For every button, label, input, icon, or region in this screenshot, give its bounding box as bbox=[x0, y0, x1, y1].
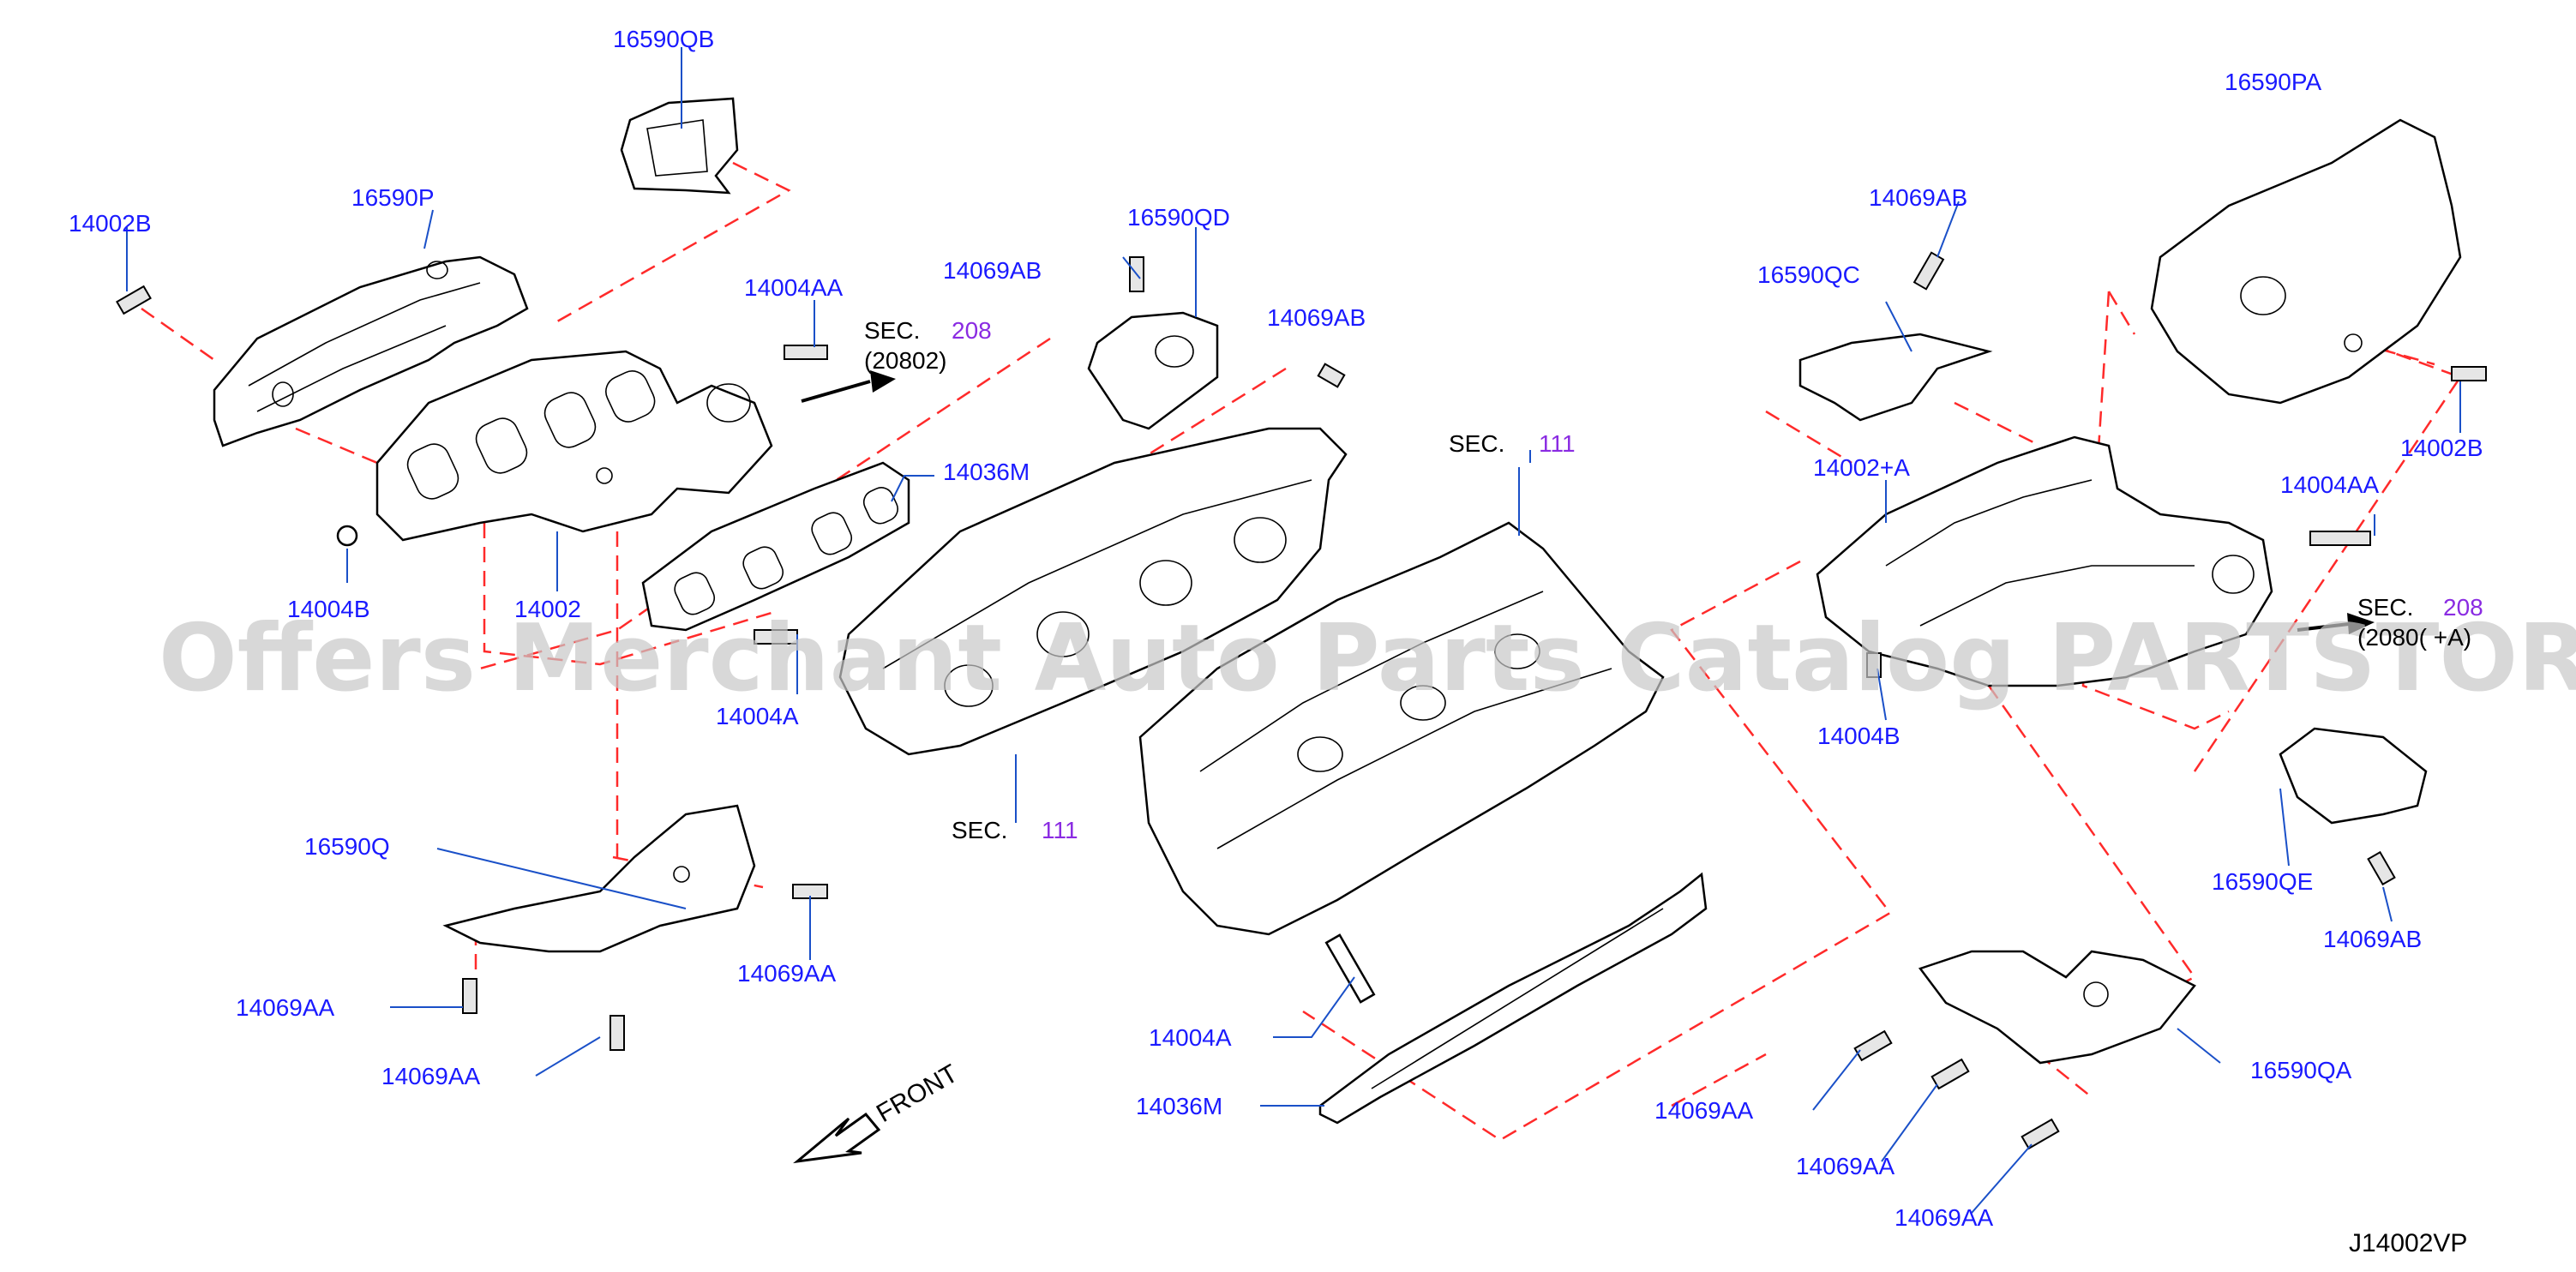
cylinder-head-right-drawing bbox=[1138, 521, 1665, 936]
part-label-14004B-right[interactable]: 14004B bbox=[1817, 723, 1900, 749]
leader-lines bbox=[126, 47, 2461, 1214]
part-label-14069AA-l1[interactable]: 14069AA bbox=[737, 960, 837, 987]
sec111-left-prefix: SEC. bbox=[952, 817, 1007, 843]
sec111-right-number[interactable]: 111 bbox=[1539, 430, 1576, 457]
part-label-16590QD[interactable]: 16590QD bbox=[1127, 204, 1230, 231]
part-label-16590QE[interactable]: 16590QE bbox=[2212, 868, 2313, 895]
heat-shield-16590Q-drawing bbox=[442, 804, 756, 953]
sec208-right-number[interactable]: 208 bbox=[2443, 594, 2483, 621]
part-label-14004AA-right[interactable]: 14004AA bbox=[2280, 471, 2380, 498]
part-label-14069AA-r3[interactable]: 14069AA bbox=[1894, 1204, 1994, 1231]
front-arrow bbox=[793, 1112, 881, 1164]
heat-shield-16590QC-drawing bbox=[1798, 333, 1993, 422]
part-label-14069AB-r1[interactable]: 14069AB bbox=[1869, 184, 1967, 211]
sec208-right-prefix: SEC. bbox=[2357, 594, 2413, 621]
part-label-16590QB[interactable]: 16590QB bbox=[613, 26, 714, 52]
part-label-16590QA[interactable]: 16590QA bbox=[2250, 1057, 2352, 1083]
part-label-14069AB-mid2[interactable]: 14069AB bbox=[1267, 304, 1366, 331]
gasket-14036M-top-drawing bbox=[641, 461, 910, 632]
part-label-14069AA-r2[interactable]: 14069AA bbox=[1796, 1153, 1895, 1179]
part-label-14004A-mid[interactable]: 14004A bbox=[1149, 1024, 1232, 1051]
sec208-left-sub: (20802) bbox=[864, 347, 947, 374]
part-label-14004AA-left[interactable]: 14004AA bbox=[744, 274, 844, 301]
stud-14004A-mid-drawing bbox=[1324, 933, 1376, 1004]
part-label-16590Q[interactable]: 16590Q bbox=[304, 833, 390, 860]
part-label-14004B-left[interactable]: 14004B bbox=[287, 596, 370, 622]
sec208-left-number[interactable]: 208 bbox=[952, 317, 992, 344]
part-label-14069AB-mid1[interactable]: 14069AB bbox=[943, 257, 1042, 284]
exhaust-manifold-14002-drawing bbox=[375, 350, 773, 542]
part-label-14002[interactable]: 14002 bbox=[514, 596, 581, 622]
sec208-right-sub: (2080( +A) bbox=[2357, 624, 2471, 651]
fasteners-drawing bbox=[116, 251, 2487, 1150]
part-label-14002A-right[interactable]: 14002+A bbox=[1813, 454, 1910, 481]
heat-shield-16590P-drawing bbox=[213, 255, 529, 447]
part-label-16590PA[interactable]: 16590PA bbox=[2225, 69, 2321, 95]
part-label-16590QC[interactable]: 16590QC bbox=[1757, 261, 1860, 288]
part-label-14069AB-r2[interactable]: 14069AB bbox=[2323, 926, 2422, 952]
part-label-14069AA-r1[interactable]: 14069AA bbox=[1654, 1097, 1754, 1124]
section-refs: SEC. 208 (20802) SEC. 111 SEC. 111 SEC. … bbox=[864, 317, 2483, 843]
diagram-code: J14002VP bbox=[2349, 1229, 2467, 1257]
front-label: FRONT bbox=[872, 1059, 963, 1128]
part-label-14036M-top[interactable]: 14036M bbox=[943, 459, 1030, 485]
heat-shield-16590QA-drawing bbox=[1918, 950, 2196, 1065]
gasket-14036M-bottom-drawing bbox=[1318, 872, 1708, 1125]
watermark: Offers Merchant Auto Parts Catalog PARTS… bbox=[159, 605, 2576, 712]
sec111-left-number[interactable]: 111 bbox=[1042, 817, 1078, 843]
heat-shield-16590PA-drawing bbox=[2150, 118, 2462, 405]
part-label-14002B-left[interactable]: 14002B bbox=[69, 210, 152, 237]
part-label-16590P[interactable]: 16590P bbox=[351, 184, 435, 211]
part-label-14004A-left[interactable]: 14004A bbox=[716, 703, 799, 729]
sec208-left-prefix: SEC. bbox=[864, 317, 920, 344]
part-label-14069AA-l2[interactable]: 14069AA bbox=[236, 994, 335, 1021]
heat-shield-16590QD-drawing bbox=[1087, 311, 1219, 430]
part-label-14002B-right[interactable]: 14002B bbox=[2400, 435, 2483, 461]
part-label-14069AA-l3[interactable]: 14069AA bbox=[381, 1063, 481, 1089]
cylinder-head-left-drawing bbox=[838, 427, 1348, 756]
part-label-14036M-bottom[interactable]: 14036M bbox=[1136, 1093, 1222, 1119]
heat-shield-16590QB-drawing bbox=[620, 97, 739, 195]
part-labels: 16590QB 16590P 14002B 14004AA 16590QD 14… bbox=[69, 26, 2483, 1231]
sec208-arrows bbox=[801, 370, 2375, 634]
exhaust-manifold-14002A-drawing bbox=[1816, 435, 2273, 687]
sec111-right-prefix: SEC. bbox=[1449, 430, 1504, 457]
heat-shield-16590QE-drawing bbox=[2279, 727, 2428, 825]
